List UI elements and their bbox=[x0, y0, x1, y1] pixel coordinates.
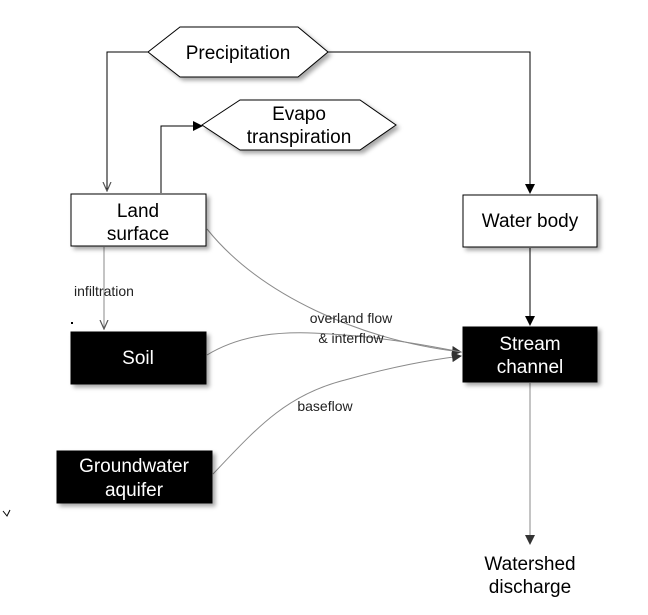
overland-flow-label-line2: & interflow bbox=[318, 330, 384, 346]
groundwater-label-line1: Groundwater bbox=[79, 456, 190, 477]
groundwater-aquifer-node: Groundwater aquifer bbox=[56, 450, 213, 504]
overland-flow-curve bbox=[206, 228, 462, 356]
interflow-curve bbox=[206, 332, 462, 356]
evapotranspiration-label-line1: Evapo bbox=[272, 104, 326, 125]
evapotranspiration-node: Evapo transpiration bbox=[201, 99, 397, 151]
land-surface-node: Land surface bbox=[70, 193, 207, 247]
watershed-discharge-label-line2: discharge bbox=[489, 577, 571, 598]
stream-channel-label-line2: channel bbox=[497, 357, 564, 378]
stray-dot bbox=[71, 322, 73, 324]
land-surface-label-line1: Land bbox=[117, 201, 159, 222]
precipitation-node: Precipitation bbox=[147, 26, 329, 78]
water-body-node: Water body bbox=[462, 194, 598, 248]
land-to-evapotranspiration-arrow bbox=[160, 121, 203, 193]
overland-flow-label-line1: overland flow bbox=[310, 310, 393, 326]
infiltration-label: infiltration bbox=[74, 283, 134, 299]
water-body-label: Water body bbox=[482, 211, 579, 232]
precipitation-label: Precipitation bbox=[186, 43, 291, 64]
land-surface-label-line2: surface bbox=[107, 224, 169, 245]
precipitation-to-land-arrow bbox=[107, 51, 148, 191]
connectors bbox=[104, 51, 535, 545]
soil-label: Soil bbox=[122, 348, 154, 369]
soil-node: Soil bbox=[70, 331, 207, 385]
stream-channel-node: Stream channel bbox=[462, 326, 598, 383]
stray-tick-mark bbox=[2, 509, 11, 517]
groundwater-label-line2: aquifer bbox=[105, 480, 164, 501]
precipitation-to-waterbody-arrow bbox=[328, 51, 535, 194]
baseflow-label: baseflow bbox=[297, 398, 353, 414]
stream-channel-label-line1: Stream bbox=[499, 334, 560, 355]
baseflow-curve bbox=[212, 352, 462, 475]
evapotranspiration-label-line2: transpiration bbox=[247, 127, 352, 148]
watershed-discharge-label-line1: Watershed bbox=[484, 554, 575, 575]
watershed-discharge-node: Watershed discharge bbox=[484, 554, 575, 598]
